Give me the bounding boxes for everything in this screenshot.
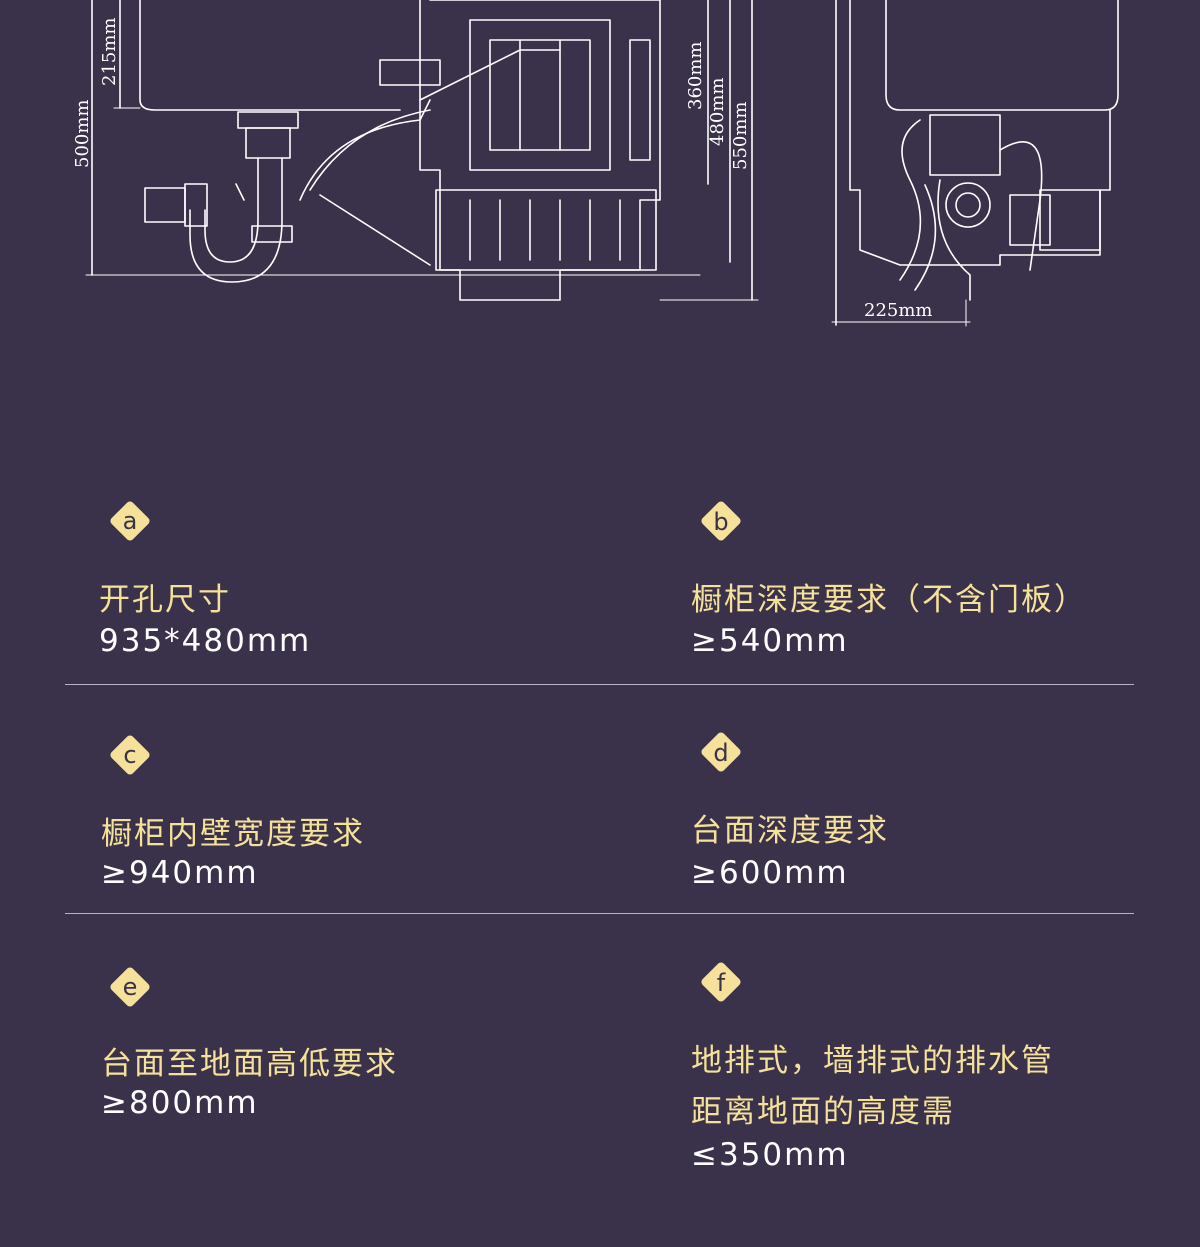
badge-d-icon: d: [701, 732, 741, 772]
dishwasher-body: [419, 0, 661, 301]
svg-text:c: c: [123, 741, 136, 769]
sink-basin: [139, 0, 401, 111]
spec-value-b: ≥540mm: [691, 623, 849, 659]
drain-trap: [204, 157, 259, 263]
row-divider-1: [65, 684, 1134, 685]
dim-label-500: 500mm: [72, 99, 93, 169]
spec-value-c: ≥940mm: [101, 855, 259, 891]
spec-title-f-line1: 地排式，墙排式的排水管: [691, 1043, 1054, 1079]
spec-title-c: 橱柜内壁宽度要求: [101, 816, 365, 852]
svg-text:a: a: [123, 507, 138, 535]
spec-title-b: 橱柜深度要求（不含门板）: [691, 582, 1087, 618]
side-body: [849, 0, 1111, 266]
badge-c-icon: c: [110, 735, 150, 775]
row-divider-2: [65, 913, 1134, 914]
badge-b-icon: b: [701, 501, 741, 541]
drain-hose-connector: [144, 187, 186, 223]
spec-title-e: 台面至地面高低要求: [101, 1046, 398, 1082]
svg-text:e: e: [123, 973, 138, 1001]
installation-diagram: 500mm 215mm 360mm 480mm 550mm 225mm: [0, 0, 1200, 340]
badge-f-icon: f: [701, 962, 741, 1002]
spec-title-a: 开孔尺寸: [99, 582, 231, 618]
dim-label-550: 550mm: [730, 101, 751, 171]
spec-value-f: ≤350mm: [691, 1137, 849, 1173]
badge-a-icon: a: [110, 501, 150, 541]
dim-label-360: 360mm: [685, 41, 706, 111]
spec-value-a: 935*480mm: [99, 623, 312, 659]
spec-title-f-line2: 距离地面的高度需: [691, 1094, 955, 1130]
dim-label-225: 225mm: [864, 300, 933, 321]
dishwasher-sink-drawing: [85, 0, 1119, 327]
side-sink-basin: [885, 0, 1119, 111]
svg-text:b: b: [713, 508, 728, 536]
spec-value-d: ≥600mm: [691, 855, 849, 891]
dim-label-215: 215mm: [99, 17, 120, 87]
spec-value-e: ≥800mm: [101, 1085, 259, 1121]
badge-e-icon: e: [110, 967, 150, 1007]
svg-text:d: d: [713, 739, 728, 767]
spec-title-d: 台面深度要求: [691, 813, 889, 849]
svg-text:f: f: [717, 969, 726, 997]
dim-label-480: 480mm: [707, 77, 728, 147]
